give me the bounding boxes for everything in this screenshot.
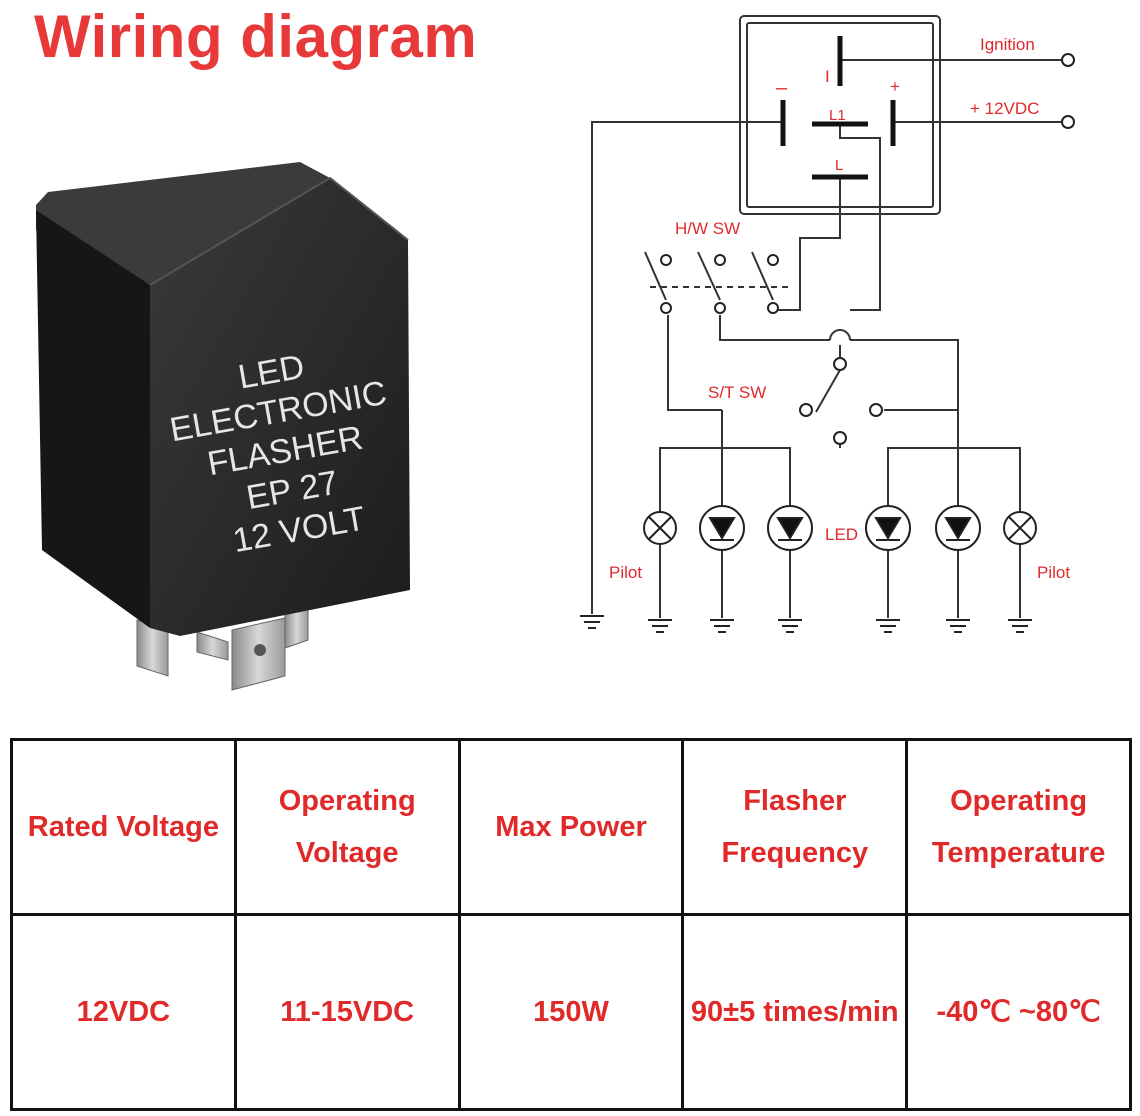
spec-header-max-power: Max Power — [457, 738, 685, 916]
led-icon — [767, 505, 813, 551]
spec-value-flasher-frequency: 90±5 times/min — [681, 913, 909, 1111]
spec-value-operating-temperature: -40℃ ~80℃ — [905, 913, 1132, 1111]
terminal-l-label: L — [835, 157, 843, 174]
spec-value-operating-voltage: 11-15VDC — [233, 913, 461, 1111]
pilot-right-label: Pilot — [1037, 563, 1070, 582]
contact-points — [660, 53, 1075, 445]
ground-icon — [1008, 619, 1032, 633]
pilot-lamp-left — [643, 511, 677, 545]
pilot-lamp-right — [1003, 511, 1037, 545]
hw-switch-lever — [644, 251, 667, 301]
spec-value-max-power: 150W — [457, 913, 685, 1111]
spec-value-row: 12VDC 11-15VDC 150W 90±5 times/min -40℃ … — [10, 913, 1132, 1111]
spec-header-rated-voltage: Rated Voltage — [10, 738, 237, 916]
ground-icon — [876, 619, 900, 633]
schematic-labels: I – + L1 L Ignition + 12VDC H/W SW S/T S… — [609, 35, 1070, 582]
led-label: LED — [825, 525, 858, 544]
led-icon — [865, 505, 911, 551]
left-branch-wire — [667, 315, 722, 411]
st-switch-lever — [815, 369, 841, 413]
hw-switch-lever — [751, 251, 774, 301]
relay-terminals — [780, 36, 896, 180]
st-switch-label: S/T SW — [708, 383, 766, 402]
ignition-label: Ignition — [980, 35, 1035, 54]
l-wire — [774, 177, 841, 311]
ground-icon — [580, 615, 604, 629]
page-title: Wiring diagram — [34, 3, 478, 70]
spec-value-rated-voltage: 12VDC — [10, 913, 237, 1111]
relay-label: LED ELECTRONIC FLASHER EP 27 12 VOLT — [167, 348, 389, 560]
ground-icon — [710, 619, 734, 633]
ground-icon — [778, 619, 802, 633]
ground-icon — [946, 619, 970, 633]
hw-switch-lever — [697, 251, 721, 301]
terminal-plus-label: + — [890, 77, 900, 96]
terminal-i-label: I — [825, 67, 830, 86]
wiring-schematic: I – + L1 L Ignition + 12VDC H/W SW S/T S… — [580, 15, 1075, 633]
led-icon — [699, 505, 745, 551]
terminal-l1-label: L1 — [829, 107, 846, 124]
ground-symbols — [580, 615, 1032, 633]
terminal-minus-label: – — [776, 77, 788, 99]
led-indicators — [699, 505, 981, 551]
hw-switch-label: H/W SW — [675, 219, 740, 238]
led-icon — [935, 505, 981, 551]
relay-body — [36, 162, 410, 636]
ground-wire — [591, 121, 783, 614]
pilot-left-label: Pilot — [609, 563, 642, 582]
flasher-relay-image: LED ELECTRONIC FLASHER EP 27 12 VOLT — [36, 162, 410, 691]
supply-label: + 12VDC — [970, 99, 1039, 118]
ground-icon — [648, 619, 672, 633]
l1-wire — [839, 124, 881, 311]
